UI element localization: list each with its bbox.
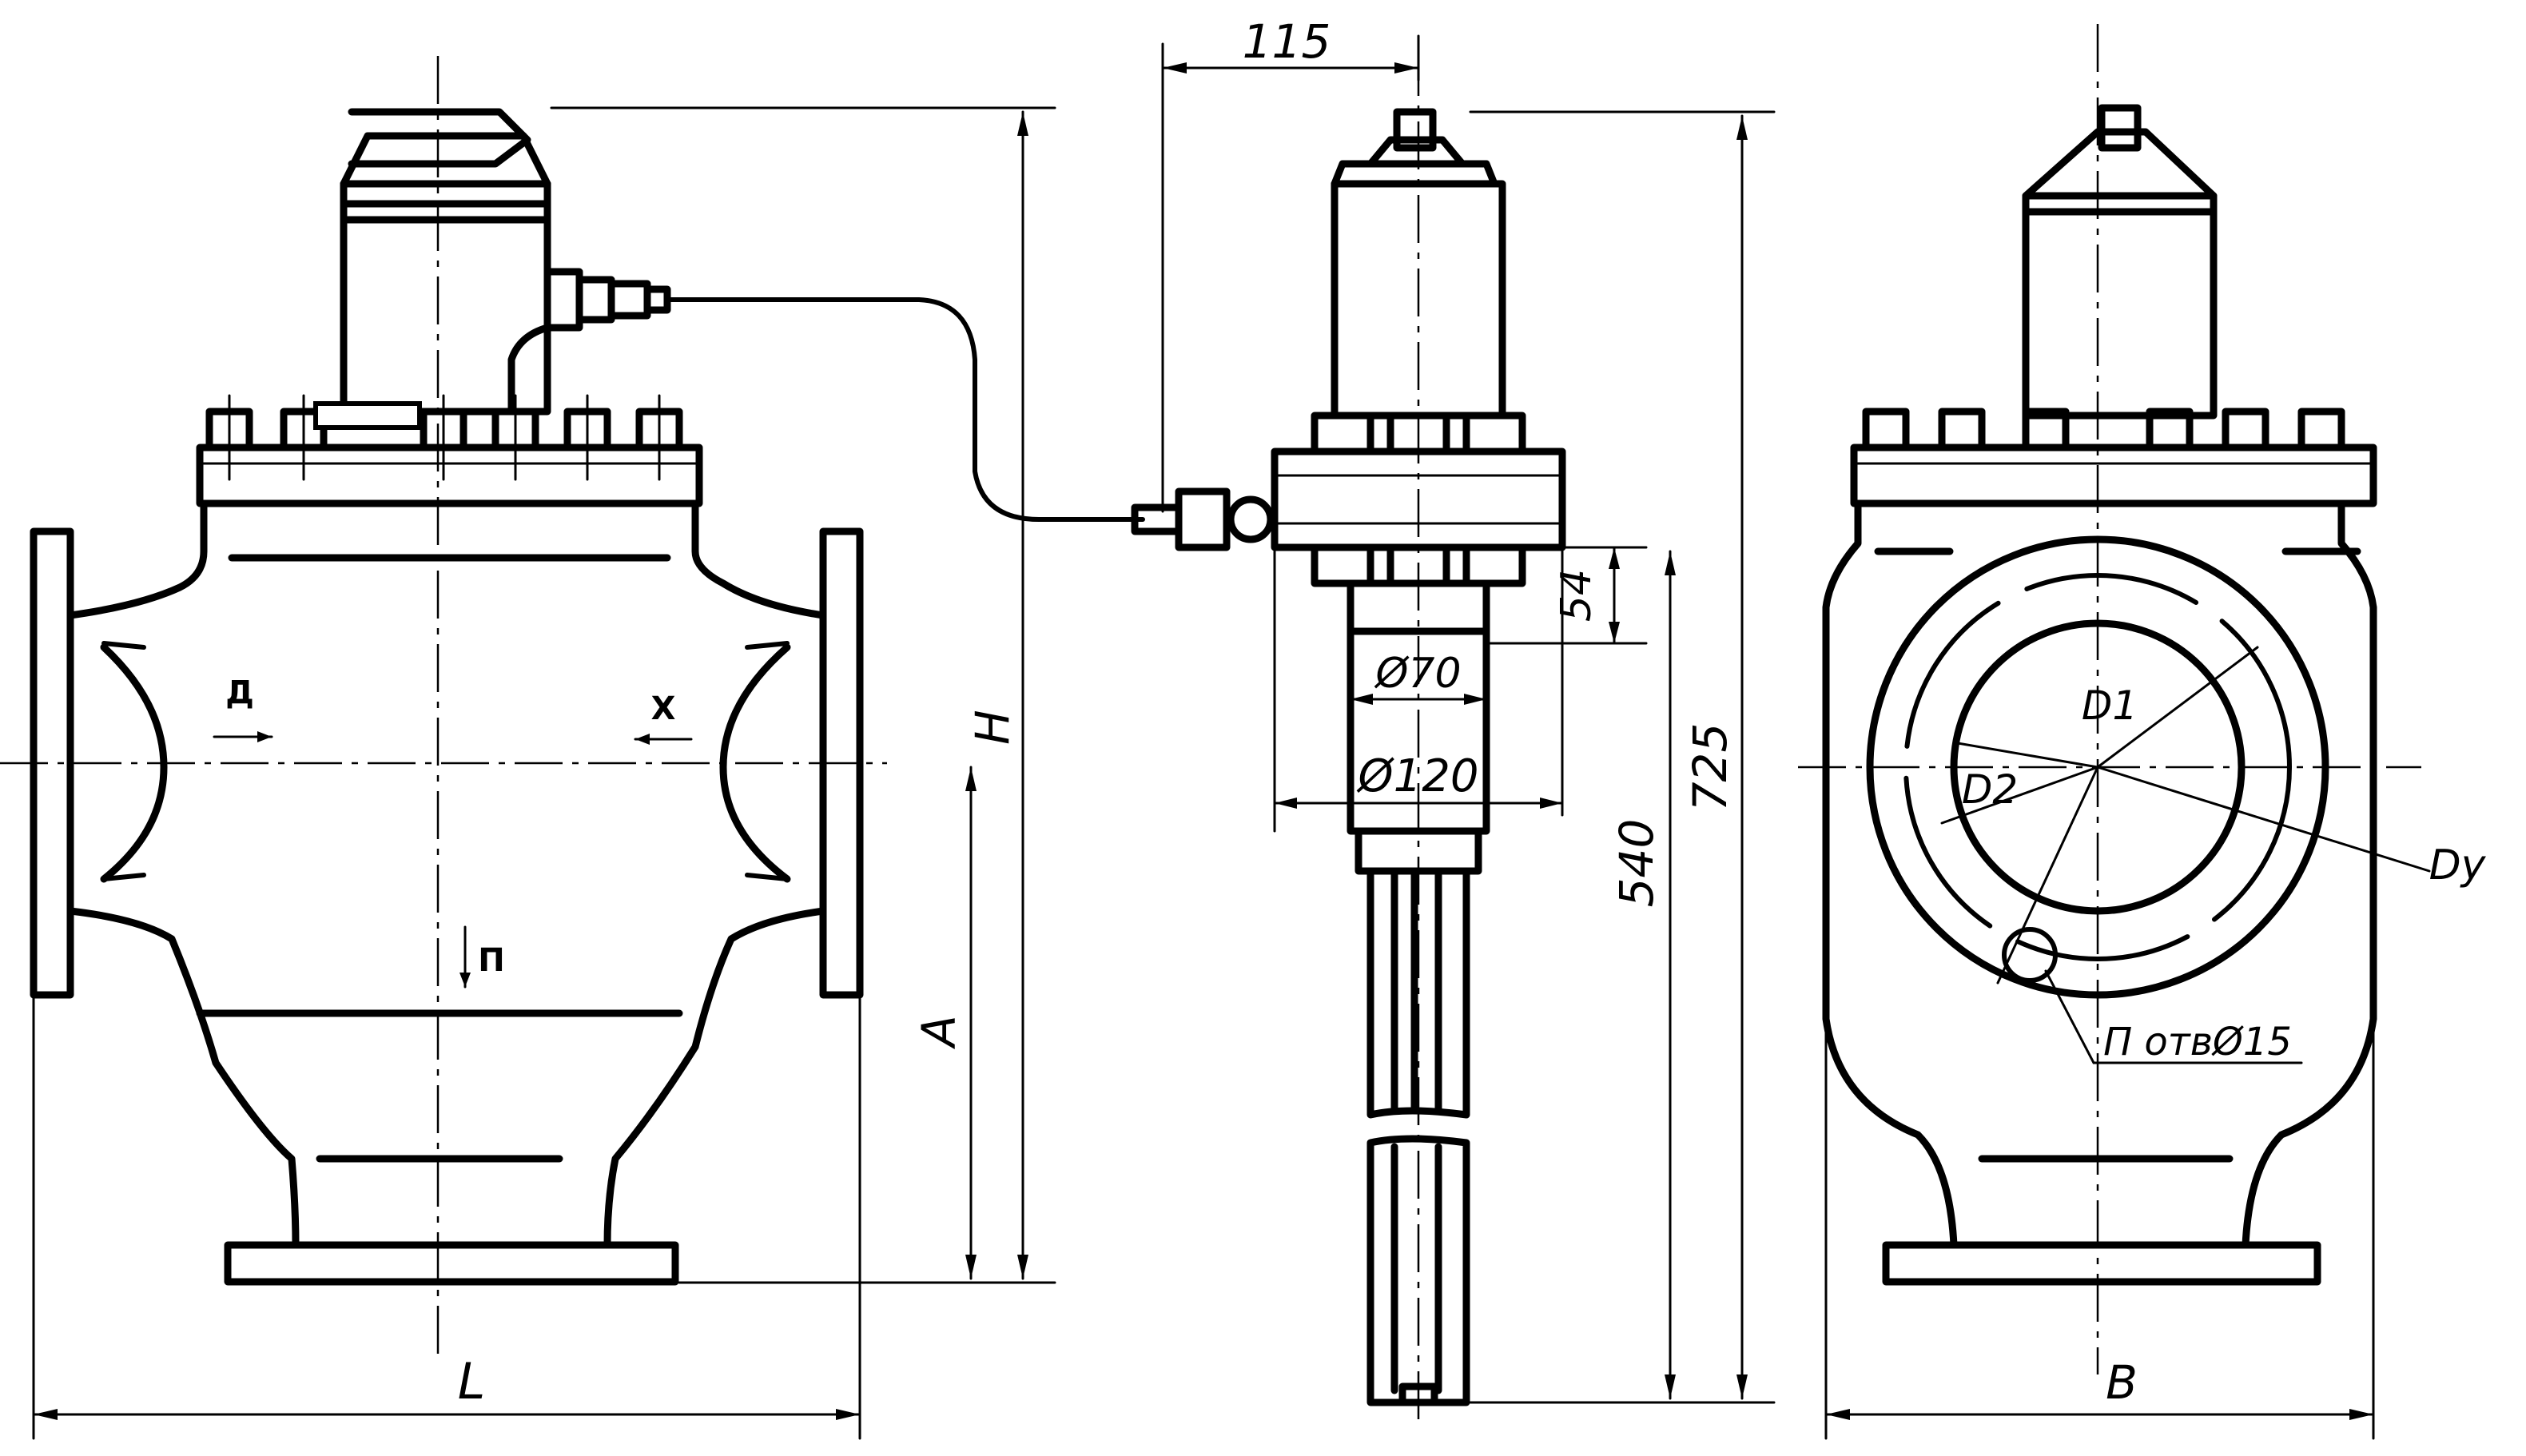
valve-side-view: [1798, 24, 2431, 1374]
actuator-cap: [348, 108, 531, 168]
actuator-housing-side: [2022, 128, 2218, 420]
label-port-D: Д: [225, 674, 254, 711]
label-54: 54: [1553, 569, 1601, 622]
capillary-tube: [665, 297, 1145, 522]
label-Dy: Dy: [2429, 841, 2487, 889]
label-phi70: Ø70: [1374, 650, 1461, 698]
label-A: A: [912, 1015, 966, 1050]
bottom-flange-side: [1882, 1241, 2321, 1286]
top-flange-plate: [196, 444, 703, 507]
label-L: L: [458, 1352, 486, 1410]
valve-body-side: [1822, 499, 2377, 1249]
top-flange-plate-side: [1850, 444, 2377, 507]
sensor-probe: [1366, 867, 1470, 1406]
label-725: 725: [1683, 723, 1737, 812]
valve-body: [66, 499, 827, 1249]
label-phi120: Ø120: [1357, 750, 1479, 802]
label-115: 115: [1243, 14, 1331, 69]
label-holes-note: П отвØ15: [2103, 1020, 2292, 1064]
dimensions-right: [1824, 1021, 2375, 1440]
label-port-P: П: [478, 942, 504, 979]
label-port-X: X: [651, 690, 676, 727]
valve-front-view: [0, 56, 1145, 1359]
dimensions-left: [32, 106, 1056, 1440]
bolt-hole: [2002, 927, 2058, 983]
sensor-side-view: [1131, 48, 1566, 1422]
label-H: H: [965, 710, 1020, 745]
label-B: B: [2106, 1355, 2138, 1410]
label-D2: D2: [1962, 766, 2018, 813]
labels: 115 54 Ø70 Ø120 540 725 L H A B D1 D2 Dy…: [225, 14, 2486, 1410]
dimensions-middle: [1161, 34, 1776, 1404]
label-540: 540: [1609, 819, 1664, 908]
bottom-flange: [224, 1241, 679, 1286]
label-D1: D1: [2082, 682, 2138, 729]
pressure-fitting: [543, 268, 583, 332]
